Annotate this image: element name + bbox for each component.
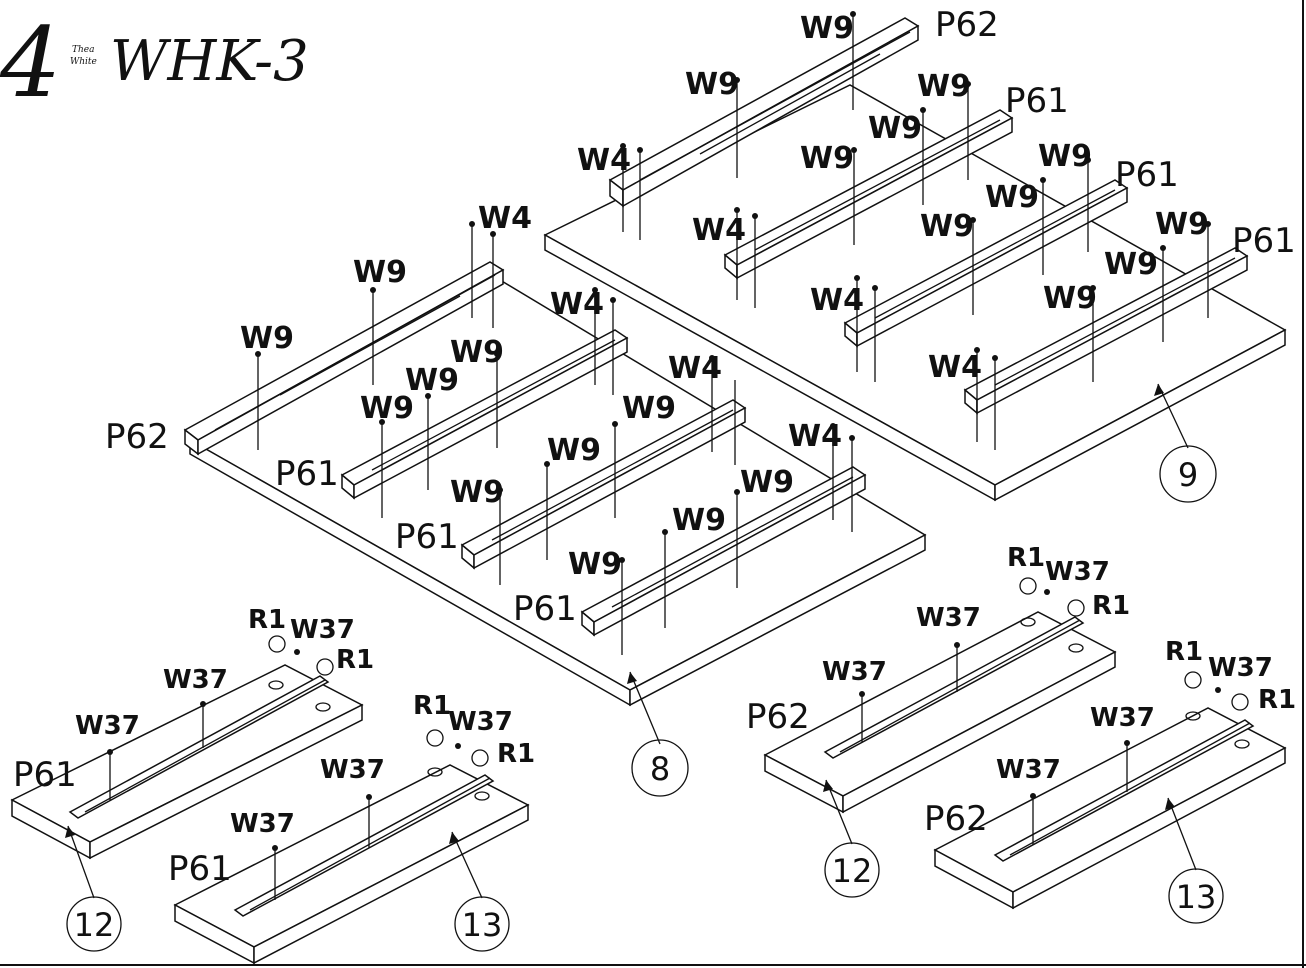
screws-panel-8 — [255, 221, 855, 655]
label-w9: W9 — [1155, 207, 1209, 242]
label-w9: W9 — [917, 69, 971, 104]
screws-panel-9 — [620, 11, 1211, 450]
label-r1: R1 — [413, 691, 451, 721]
panel-9-side — [994, 328, 1286, 502]
callout-8: 8 — [650, 750, 670, 788]
panel-8-assembly: W4 W9 W9 W4 W9 W9 W9 P62 P61 W4 W9 W9 W9… — [105, 201, 927, 797]
rail-p62-left — [183, 261, 505, 456]
label-w37: W37 — [822, 657, 887, 687]
label-w37: W37 — [1045, 557, 1110, 587]
label-w9: W9 — [985, 180, 1039, 215]
panel-9-assembly: W9 P62 W9 W9 P61 W9 W4 W9 W9 P61 W9 W4 W… — [543, 5, 1296, 503]
rail-p61-e — [460, 399, 747, 570]
label-w4: W4 — [668, 351, 722, 386]
label-p61: P61 — [1005, 81, 1069, 121]
label-r1: R1 — [1092, 591, 1130, 621]
rail-p61-c — [963, 247, 1249, 415]
model-title: WHK-3 — [110, 29, 309, 94]
label-p62: P62 — [105, 417, 169, 457]
label-w9: W9 — [568, 547, 622, 582]
rail-p61-b — [843, 179, 1129, 348]
label-w9: W9 — [450, 335, 504, 370]
label-w9: W9 — [740, 465, 794, 500]
label-w4: W4 — [692, 213, 746, 248]
label-w9: W9 — [353, 255, 407, 290]
callout-9-circle — [1159, 445, 1217, 503]
label-r1: R1 — [497, 739, 535, 769]
label-p61: P61 — [1232, 221, 1296, 261]
label-w9: W9 — [672, 503, 726, 538]
label-w37: W37 — [320, 755, 385, 785]
panel-8-side — [629, 533, 926, 707]
label-w37: W37 — [1208, 653, 1273, 683]
brand-line-2: White — [70, 57, 97, 67]
label-p61: P61 — [275, 454, 339, 494]
label-w37: W37 — [230, 809, 295, 839]
label-w4: W4 — [550, 287, 604, 322]
panel-12-left: R1 W37 R1 W37 W37 P61 12 — [10, 605, 374, 952]
label-p61: P61 — [395, 517, 459, 557]
label-w9: W9 — [450, 475, 504, 510]
brand-line-1: Thea — [72, 45, 95, 55]
label-w9: W9 — [920, 209, 974, 244]
label-p62: P62 — [746, 697, 810, 737]
label-w9: W9 — [547, 433, 601, 468]
label-w9: W9 — [685, 67, 739, 102]
step-number: 4 — [0, 7, 61, 119]
rail-p61-f — [580, 466, 867, 637]
label-w37: W37 — [916, 603, 981, 633]
label-w4: W4 — [788, 419, 842, 454]
panel-13-left: R1 W37 R1 W37 W37 P61 13 — [168, 691, 535, 965]
label-w37: W37 — [163, 665, 228, 695]
label-w9: W9 — [1038, 139, 1092, 174]
callout-13: 13 — [462, 906, 503, 944]
label-w9: W9 — [800, 141, 854, 176]
label-p61: P61 — [513, 589, 577, 629]
label-w4: W4 — [810, 283, 864, 318]
label-w37: W37 — [1090, 703, 1155, 733]
rail-p61-d — [340, 329, 629, 500]
label-w4: W4 — [478, 201, 532, 236]
panel-12-right: R1 W37 R1 W37 W37 P62 12 — [746, 543, 1130, 898]
label-w9: W9 — [405, 363, 459, 398]
label-w37: W37 — [75, 711, 140, 741]
label-p62: P62 — [935, 5, 999, 45]
label-p62: P62 — [924, 799, 988, 839]
label-w9: W9 — [240, 321, 294, 356]
label-r1: R1 — [336, 645, 374, 675]
label-w4: W4 — [577, 143, 631, 178]
label-w37: W37 — [996, 755, 1061, 785]
label-w9: W9 — [622, 391, 676, 426]
label-r1: R1 — [1258, 685, 1296, 715]
label-p61: P61 — [1115, 155, 1179, 195]
callout-8-circle — [631, 739, 689, 797]
label-r1: R1 — [1165, 637, 1203, 667]
label-p61: P61 — [168, 849, 232, 889]
label-w9: W9 — [800, 11, 854, 46]
label-r1: R1 — [248, 605, 286, 635]
label-w37: W37 — [448, 707, 513, 737]
label-r1: R1 — [1007, 543, 1045, 573]
label-w9: W9 — [868, 111, 922, 146]
callout-12: 12 — [74, 906, 115, 944]
label-w37: W37 — [290, 615, 355, 645]
label-w4: W4 — [928, 350, 982, 385]
callout-13: 13 — [1176, 878, 1217, 916]
label-p61: P61 — [13, 755, 77, 795]
label-w9: W9 — [1104, 247, 1158, 282]
label-w9: W9 — [360, 391, 414, 426]
label-w9: W9 — [1043, 281, 1097, 316]
header: 4 Thea White WHK-3 — [0, 7, 309, 119]
rail-p62-top — [608, 17, 920, 208]
callout-12: 12 — [832, 852, 873, 890]
callout-9: 9 — [1178, 456, 1198, 494]
panel-13-right: R1 W37 R1 W37 W37 P62 13 — [924, 637, 1296, 924]
